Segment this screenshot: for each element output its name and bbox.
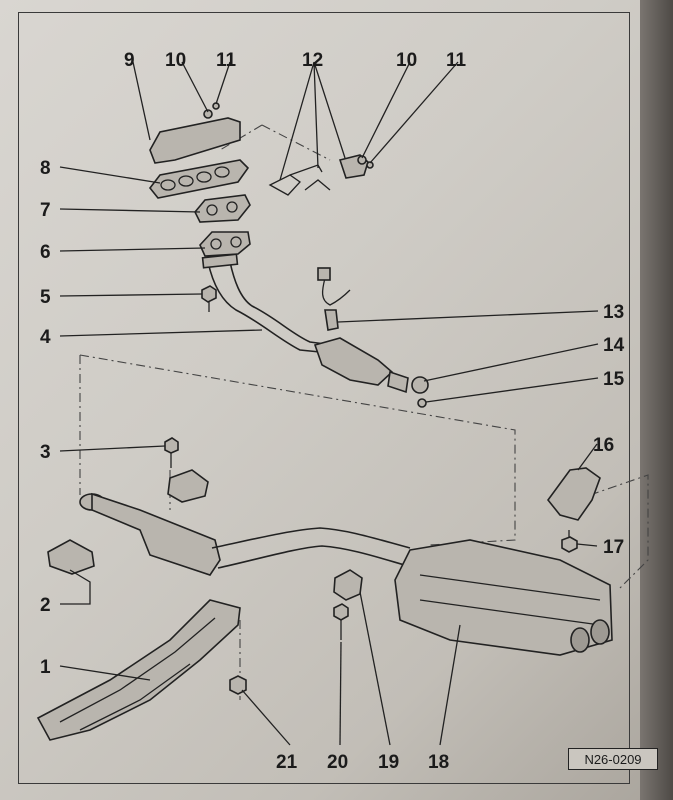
callout-16: 16 [593,435,614,456]
bolt-17 [561,530,578,553]
tailpipe-2 [590,619,610,645]
tailpipe-1 [570,627,590,653]
nut-15 [417,398,427,408]
diagram-frame [18,12,630,784]
callout-7: 7 [40,200,51,221]
nut-11-right [366,161,374,169]
front-pipe-with-catalytic-converter [201,253,409,394]
assembly-line-right [589,474,649,591]
callout-19: 19 [378,752,399,773]
oxygen-sensor [317,267,351,331]
nut-21 [229,675,247,695]
callout-5: 5 [40,287,51,308]
brackets-2 [47,469,209,575]
underbody-heat-shield [36,599,241,741]
callout-3: 3 [40,442,51,463]
callout-2: 2 [40,595,51,616]
assembly-line-top [219,124,331,161]
callout-6: 6 [40,242,51,263]
callout-11-left: 11 [216,50,237,71]
callout-17: 17 [603,537,624,558]
callout-13: 13 [603,302,624,323]
leader-lines [59,61,599,746]
heat-shield [149,117,241,164]
exhaust-manifold [194,194,251,223]
bolt-3 [164,437,179,468]
bolt-10-left [203,109,213,119]
callout-20: 20 [327,752,348,773]
rear-silencer [394,539,613,656]
bolt-10-right [357,155,367,165]
page-edge [640,0,673,800]
callout-15: 15 [603,369,625,390]
callout-1: 1 [40,657,51,678]
hangers-12 [268,154,369,196]
manifold-gasket [148,159,250,199]
callout-9: 9 [124,50,135,71]
callout-4: 4 [40,327,51,348]
callout-10-right: 10 [396,50,417,71]
catalytic-converter [313,337,394,386]
callout-18: 18 [428,752,449,773]
callout-14: 14 [603,335,625,356]
flange-gasket [199,231,251,257]
nut-5 [201,285,217,303]
callout-11-right: 11 [446,50,467,71]
callout-8: 8 [40,158,51,179]
callout-12: 12 [302,50,323,71]
callout-21: 21 [276,752,298,773]
bolt-20 [333,603,349,621]
callout-10-left: 10 [165,50,186,71]
front-silencer-and-pipe [79,492,411,576]
bracket-19 [333,569,363,601]
bracket-16 [546,467,601,521]
figure-reference-code: N26-0209 [568,748,658,770]
clamp-14 [411,376,429,394]
